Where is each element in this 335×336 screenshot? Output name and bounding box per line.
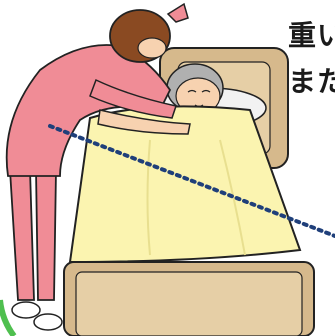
dotted-guide-line — [48, 124, 335, 238]
green-frame-arc — [0, 299, 17, 336]
bed-footboard — [63, 261, 315, 336]
caption-line-1: 重い — [288, 19, 335, 52]
nurse — [5, 9, 191, 331]
patient-head — [166, 63, 224, 115]
caption-line-2: また — [288, 65, 335, 98]
nurse-cap-icon — [166, 2, 189, 23]
